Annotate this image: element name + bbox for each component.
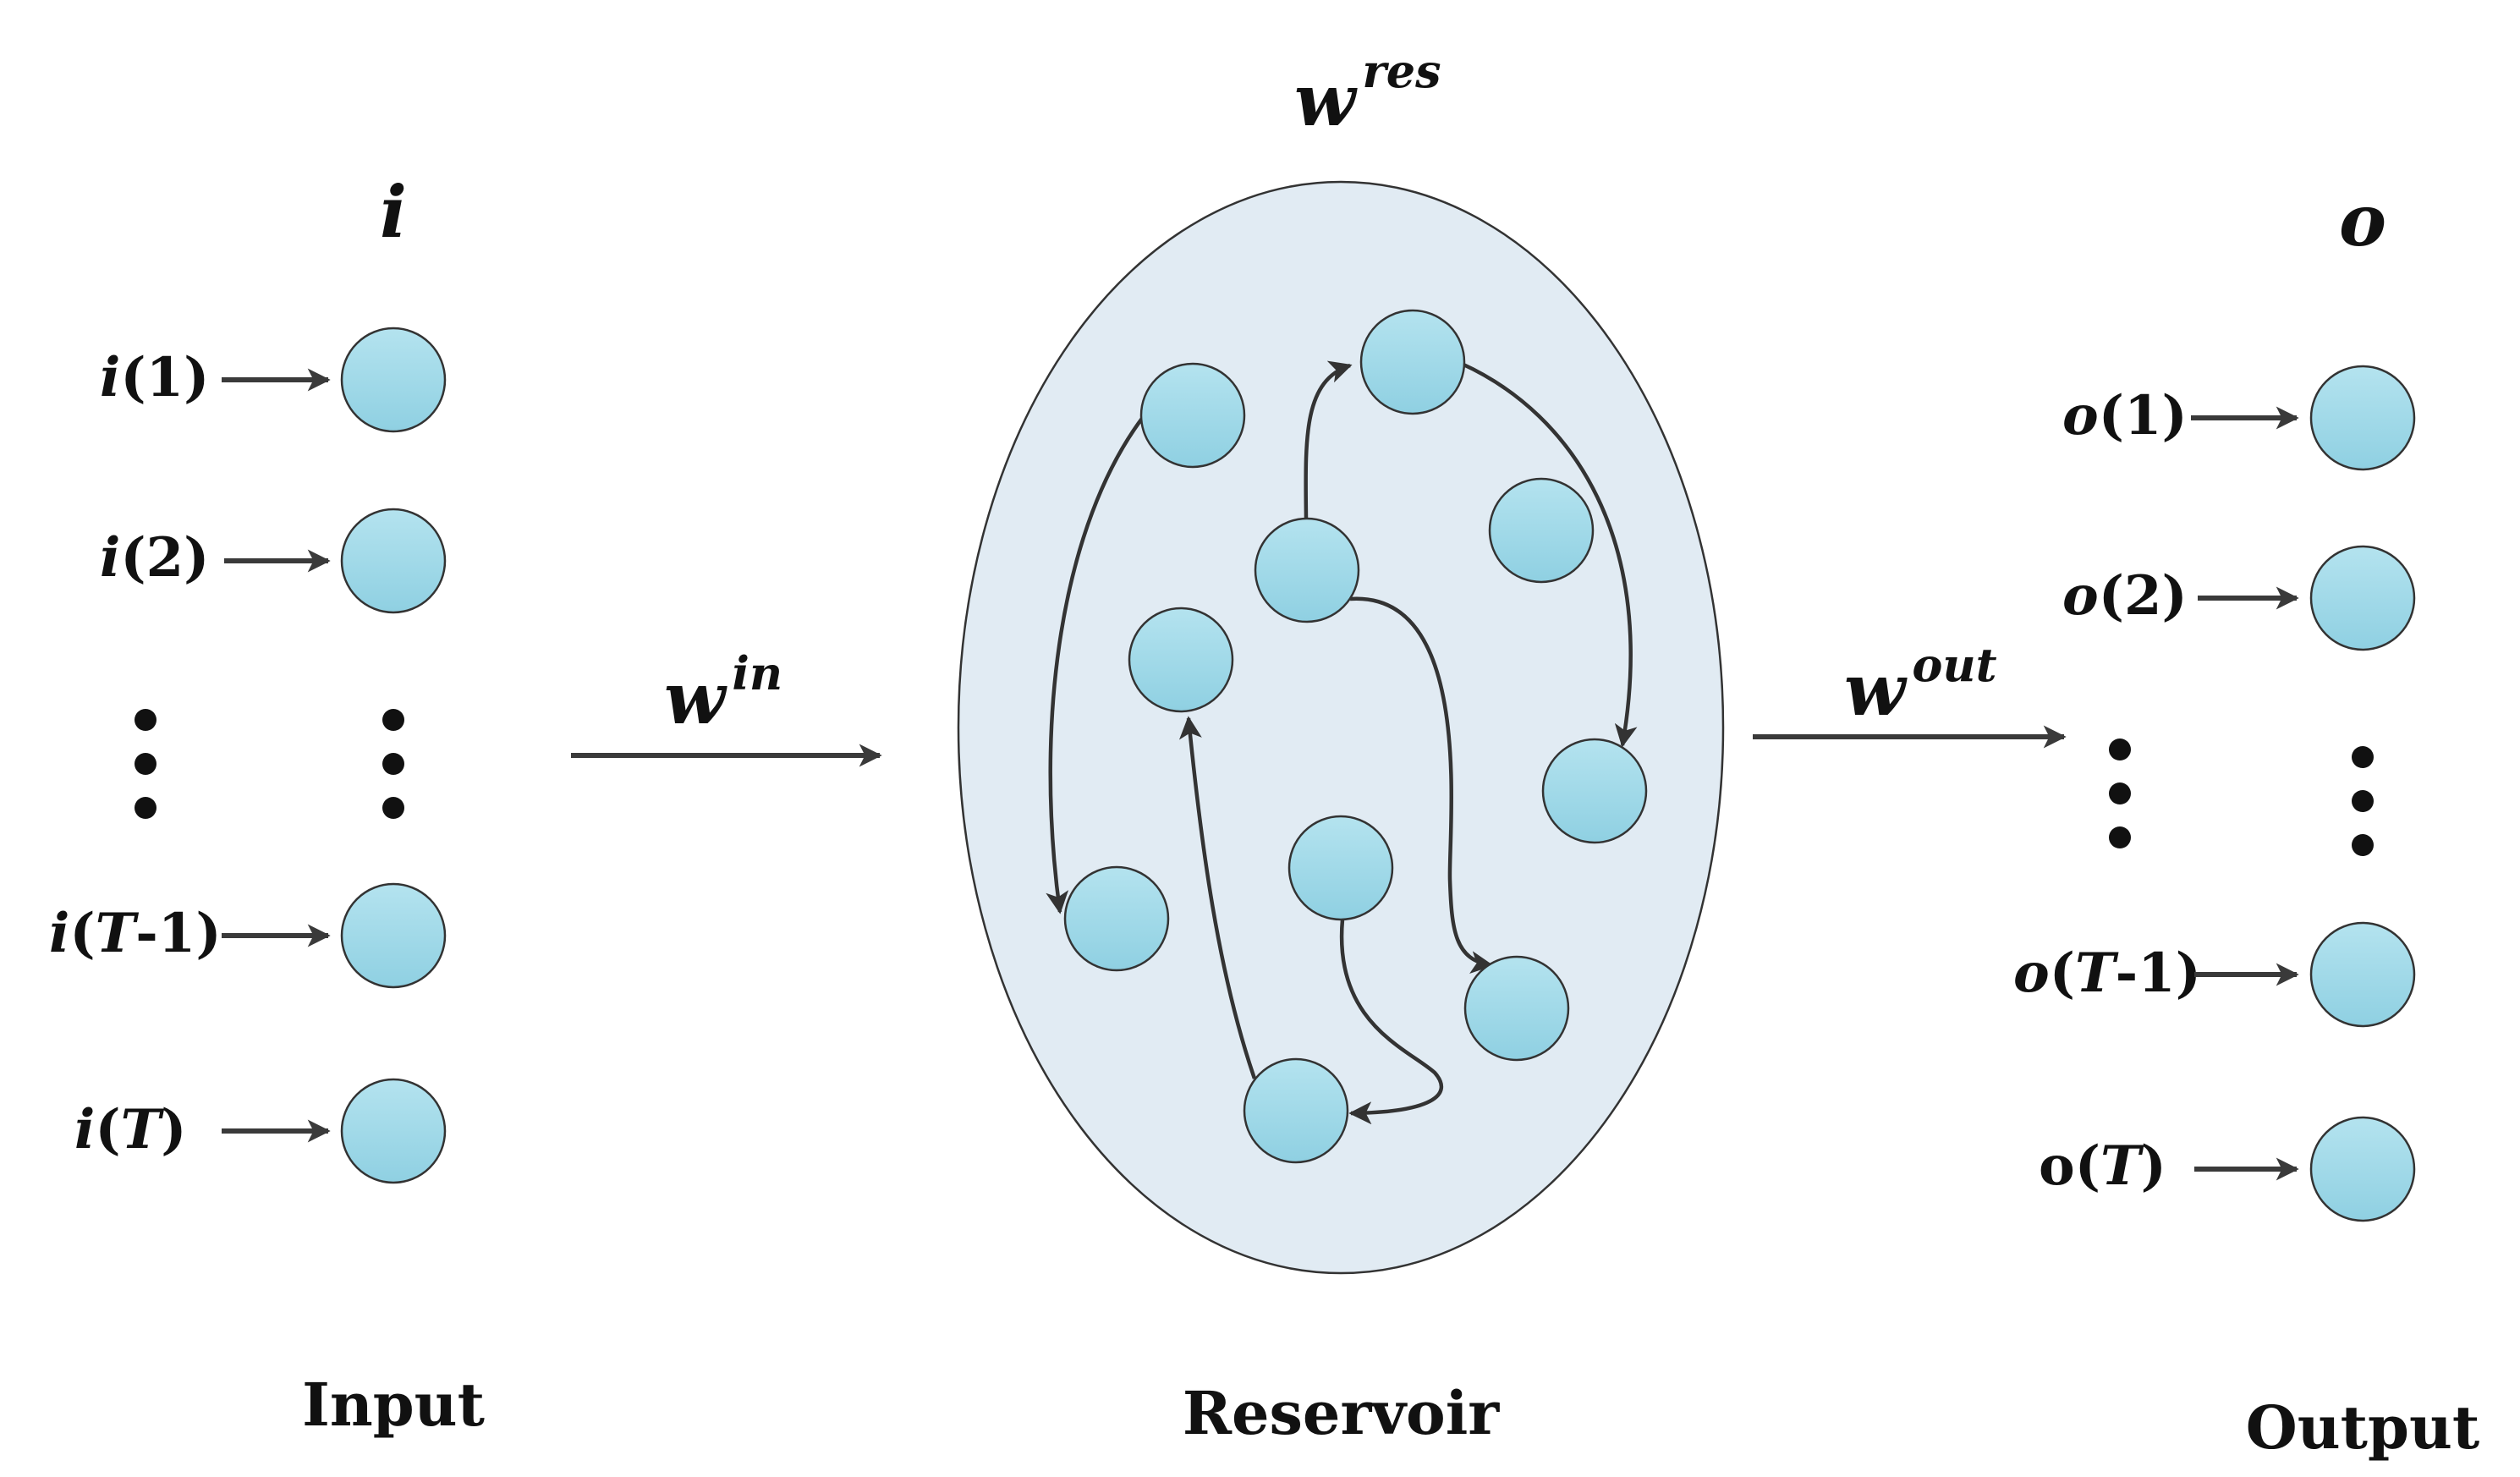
input-ellipsis-labels — [135, 709, 156, 819]
input-row-t: i(T) — [74, 1078, 447, 1184]
reservoir-nodes — [1063, 309, 1648, 1164]
output-label-1: o(1) — [2062, 384, 2188, 447]
output-label-2: o(2) — [2062, 564, 2188, 628]
input-node-2 — [340, 508, 447, 614]
input-node-t-minus-1 — [340, 882, 447, 989]
reservoir-node-7 — [1063, 865, 1170, 972]
reservoir-node-6 — [1541, 738, 1648, 844]
reservoir-connections — [1046, 360, 1638, 1125]
input-row-1: i(1) — [100, 327, 447, 433]
connection-4 — [1349, 596, 1494, 974]
output-label-t: o(T) — [2039, 1134, 2166, 1198]
input-column: i i(1) i(2) i(T-1) i(T) — [49, 170, 485, 1440]
reservoir-node-10 — [1243, 1057, 1349, 1164]
output-node-2 — [2309, 545, 2416, 651]
output-ellipsis-labels — [2109, 738, 2131, 848]
output-node-t-minus-1 — [2309, 921, 2416, 1028]
connection-5 — [1178, 716, 1257, 1079]
connection-3 — [1461, 361, 1638, 748]
output-row-t: o(T) — [2039, 1116, 2416, 1222]
output-node-t — [2309, 1116, 2416, 1222]
output-row-1: o(1) — [2062, 365, 2416, 471]
reservoir-node-5 — [1128, 607, 1234, 713]
output-section-label: Output — [2246, 1392, 2479, 1463]
output-row-t-minus-1: o(T-1) — [2013, 921, 2416, 1028]
input-node-t — [340, 1078, 447, 1184]
output-node-1 — [2309, 365, 2416, 471]
reservoir-node-4 — [1488, 477, 1595, 584]
input-row-t-minus-1: i(T-1) — [49, 882, 447, 989]
output-vector-symbol: o — [2339, 178, 2386, 262]
reservoir-section-label: Reservoir — [1183, 1378, 1500, 1448]
output-ellipsis-nodes — [2352, 746, 2374, 856]
input-label-1: i(1) — [100, 346, 209, 409]
reservoir-node-3 — [1254, 517, 1360, 623]
input-label-t: i(T) — [74, 1098, 187, 1161]
connection-2 — [1304, 360, 1353, 520]
reservoir-node-9 — [1463, 955, 1570, 1062]
output-label-t-minus-1: o(T-1) — [2013, 942, 2201, 1005]
input-label-t-minus-1: i(T-1) — [49, 902, 222, 965]
connection-1 — [1046, 415, 1145, 914]
input-section-label: Input — [302, 1370, 485, 1440]
input-label-2: i(2) — [100, 526, 209, 590]
reservoir-node-1 — [1139, 362, 1246, 469]
input-row-2: i(2) — [100, 508, 447, 614]
input-vector-symbol: i — [380, 170, 407, 254]
reservoir-node-8 — [1287, 815, 1394, 921]
output-row-2: o(2) — [2062, 545, 2416, 651]
input-ellipsis-nodes — [382, 709, 404, 819]
input-node-1 — [340, 327, 447, 433]
reservoir-node-2 — [1359, 309, 1466, 415]
output-column: o o(1) o(2) o(T-1) o(T) — [2013, 178, 2479, 1463]
connection-6 — [1339, 919, 1444, 1125]
